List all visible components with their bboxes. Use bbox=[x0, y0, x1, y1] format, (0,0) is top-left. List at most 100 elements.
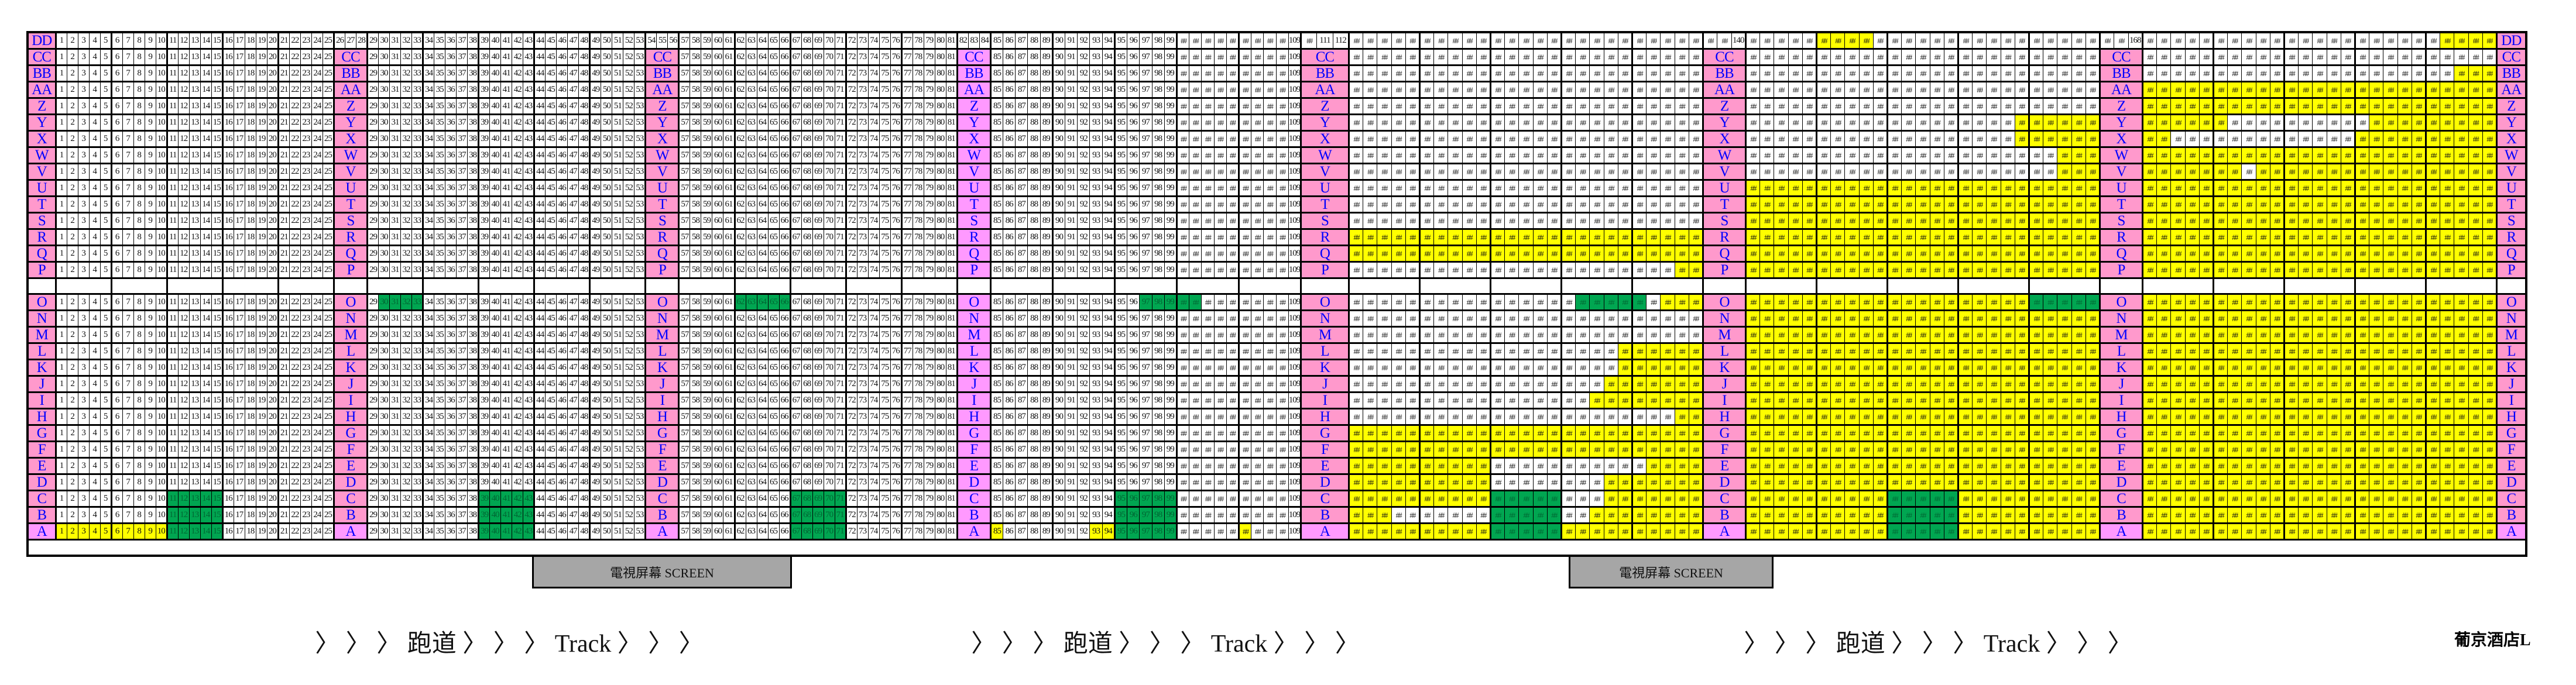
seat-Q-47[interactable]: 47 bbox=[567, 245, 579, 263]
seat-J-152[interactable]: ## bbox=[1901, 376, 1916, 393]
seat-AA-128[interactable]: ## bbox=[1560, 81, 1576, 99]
seat-P-3[interactable]: 3 bbox=[77, 261, 90, 279]
seat-Z-191[interactable]: ## bbox=[2454, 98, 2469, 115]
seat-K-61[interactable]: 61 bbox=[723, 359, 736, 377]
seat-U-20[interactable]: 20 bbox=[266, 180, 279, 197]
seat-DD-164[interactable]: ## bbox=[2071, 32, 2086, 50]
seat-DD-74[interactable]: 74 bbox=[867, 32, 880, 50]
seat-K-40[interactable]: 40 bbox=[489, 359, 502, 377]
seat-H-17[interactable]: 17 bbox=[233, 408, 245, 426]
seat-M-158[interactable]: ## bbox=[1986, 326, 2001, 344]
seat-E-174[interactable]: ## bbox=[2213, 457, 2228, 475]
seat-Q-190[interactable]: ## bbox=[2440, 245, 2455, 263]
seat-S-63[interactable]: 63 bbox=[745, 212, 757, 230]
seat-S-77[interactable]: 77 bbox=[901, 212, 913, 230]
seat-AA-76[interactable]: 76 bbox=[890, 81, 903, 99]
seat-DD-184[interactable]: ## bbox=[2354, 32, 2370, 50]
seat-F-127[interactable]: ## bbox=[1546, 441, 1562, 459]
seat-R-42[interactable]: 42 bbox=[512, 229, 524, 246]
seat-Y-5[interactable]: 5 bbox=[100, 114, 112, 132]
seat-R-108[interactable]: ## bbox=[1275, 229, 1289, 246]
seat-H-113[interactable]: ## bbox=[1348, 408, 1364, 426]
seat-J-71[interactable]: 71 bbox=[834, 376, 847, 393]
seat-K-145[interactable]: ## bbox=[1802, 359, 1817, 377]
seat-CC-5[interactable]: 5 bbox=[100, 49, 112, 66]
seat-E-165[interactable]: ## bbox=[2085, 457, 2101, 475]
seat-K-192[interactable]: ## bbox=[2468, 359, 2483, 377]
seat-Y-85[interactable]: 85 bbox=[990, 114, 1004, 132]
seat-D-44[interactable]: 44 bbox=[534, 474, 546, 491]
seat-U-121[interactable]: ## bbox=[1462, 180, 1477, 197]
seat-I-88[interactable]: 88 bbox=[1027, 392, 1041, 409]
seat-G-11[interactable]: 11 bbox=[166, 425, 179, 442]
seat-V-115[interactable]: ## bbox=[1377, 163, 1392, 181]
seat-I-100[interactable]: ## bbox=[1176, 392, 1190, 409]
seat-AA-43[interactable]: 43 bbox=[523, 81, 536, 99]
seat-J-191[interactable]: ## bbox=[2454, 376, 2469, 393]
seat-L-154[interactable]: ## bbox=[1929, 343, 1944, 360]
seat-V-154[interactable]: ## bbox=[1929, 163, 1944, 181]
seat-L-62[interactable]: 62 bbox=[734, 343, 746, 360]
seat-P-145[interactable]: ## bbox=[1802, 261, 1817, 279]
seat-DD-185[interactable]: ## bbox=[2369, 32, 2384, 50]
seat-T-57[interactable]: 57 bbox=[678, 196, 691, 214]
seat-G-145[interactable]: ## bbox=[1802, 425, 1817, 442]
seat-V-164[interactable]: ## bbox=[2071, 163, 2086, 181]
seat-P-150[interactable]: ## bbox=[1872, 261, 1888, 279]
seat-D-49[interactable]: 49 bbox=[589, 474, 602, 491]
seat-M-73[interactable]: 73 bbox=[856, 326, 869, 344]
seat-H-59[interactable]: 59 bbox=[701, 408, 713, 426]
seat-H-42[interactable]: 42 bbox=[512, 408, 524, 426]
seat-BB-33[interactable]: 33 bbox=[411, 65, 424, 82]
seat-L-40[interactable]: 40 bbox=[489, 343, 502, 360]
seat-AA-133[interactable]: ## bbox=[1631, 81, 1647, 99]
seat-R-186[interactable]: ## bbox=[2383, 229, 2398, 246]
seat-H-114[interactable]: ## bbox=[1363, 408, 1378, 426]
seat-Z-69[interactable]: 69 bbox=[812, 98, 824, 115]
seat-T-192[interactable]: ## bbox=[2468, 196, 2483, 214]
seat-CC-95[interactable]: 95 bbox=[1114, 49, 1128, 66]
seat-G-67[interactable]: 67 bbox=[790, 425, 802, 442]
seat-Y-31[interactable]: 31 bbox=[389, 114, 402, 132]
seat-AA-154[interactable]: ## bbox=[1929, 81, 1944, 99]
seat-N-104[interactable]: ## bbox=[1226, 310, 1240, 328]
seat-J-70[interactable]: 70 bbox=[823, 376, 835, 393]
seat-AA-64[interactable]: 64 bbox=[756, 81, 769, 99]
seat-G-158[interactable]: ## bbox=[1986, 425, 2001, 442]
seat-Y-122[interactable]: ## bbox=[1476, 114, 1491, 132]
seat-P-180[interactable]: ## bbox=[2298, 261, 2313, 279]
seat-X-176[interactable]: ## bbox=[2241, 130, 2256, 148]
seat-M-21[interactable]: 21 bbox=[277, 326, 290, 344]
seat-Q-30[interactable]: 30 bbox=[378, 245, 390, 263]
seat-M-114[interactable]: ## bbox=[1363, 326, 1378, 344]
seat-BB-144[interactable]: ## bbox=[1788, 65, 1803, 82]
seat-J-49[interactable]: 49 bbox=[589, 376, 602, 393]
seat-F-105[interactable]: ## bbox=[1238, 441, 1252, 459]
seat-T-132[interactable]: ## bbox=[1617, 196, 1633, 214]
seat-O-121[interactable]: ## bbox=[1462, 294, 1477, 311]
seat-J-179[interactable]: ## bbox=[2283, 376, 2299, 393]
seat-R-133[interactable]: ## bbox=[1631, 229, 1647, 246]
seat-I-18[interactable]: 18 bbox=[244, 392, 256, 409]
seat-M-3[interactable]: 3 bbox=[77, 326, 90, 344]
seat-W-11[interactable]: 11 bbox=[166, 147, 179, 164]
seat-U-70[interactable]: 70 bbox=[823, 180, 835, 197]
seat-V-178[interactable]: ## bbox=[2269, 163, 2285, 181]
seat-N-33[interactable]: 33 bbox=[411, 310, 424, 328]
seat-U-43[interactable]: 43 bbox=[523, 180, 536, 197]
seat-S-136[interactable]: ## bbox=[1674, 212, 1689, 230]
seat-F-162[interactable]: ## bbox=[2043, 441, 2058, 459]
seat-I-89[interactable]: 89 bbox=[1040, 392, 1054, 409]
seat-X-71[interactable]: 71 bbox=[834, 130, 847, 148]
seat-M-16[interactable]: 16 bbox=[222, 326, 234, 344]
seat-N-20[interactable]: 20 bbox=[266, 310, 279, 328]
seat-N-114[interactable]: ## bbox=[1363, 310, 1378, 328]
seat-G-133[interactable]: ## bbox=[1631, 425, 1647, 442]
seat-P-7[interactable]: 7 bbox=[122, 261, 134, 279]
seat-K-78[interactable]: 78 bbox=[912, 359, 924, 377]
seat-P-144[interactable]: ## bbox=[1788, 261, 1803, 279]
seat-D-108[interactable]: ## bbox=[1275, 474, 1289, 491]
seat-G-107[interactable]: ## bbox=[1263, 425, 1277, 442]
seat-CC-77[interactable]: 77 bbox=[901, 49, 913, 66]
seat-Z-136[interactable]: ## bbox=[1674, 98, 1689, 115]
